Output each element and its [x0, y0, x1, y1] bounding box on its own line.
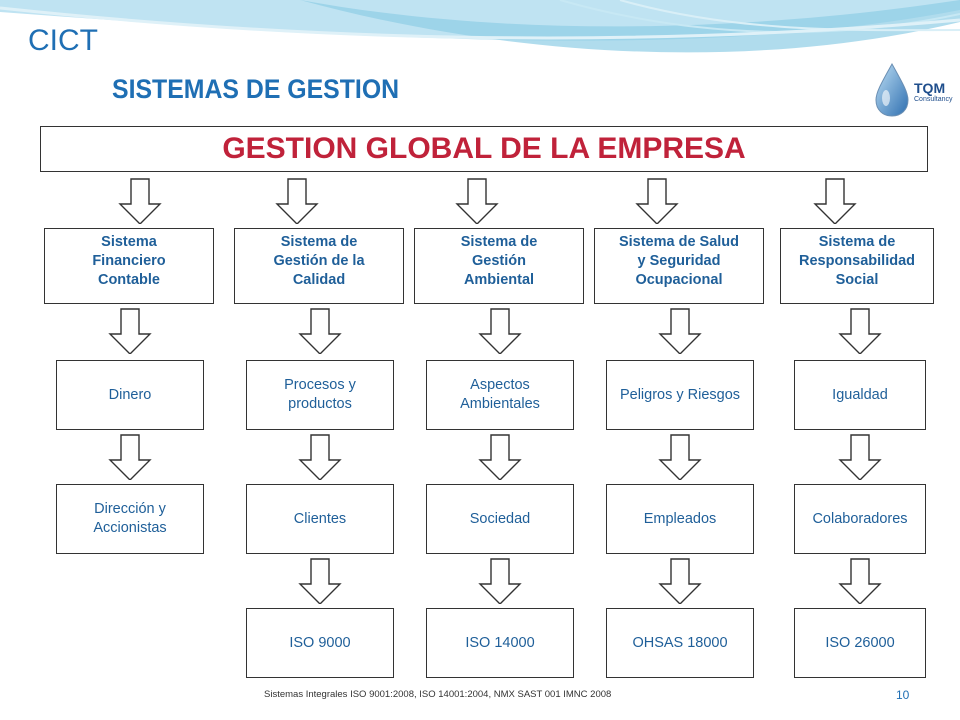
stakeholder-box-5: Colaboradores [794, 484, 926, 554]
focus-box-4: Peligros y Riesgos [606, 360, 754, 430]
down-arrow-icon [108, 308, 152, 354]
focus-box-5: Igualdad [794, 360, 926, 430]
page-number: 10 [896, 688, 910, 702]
down-arrow-icon [838, 434, 882, 480]
org-name: CICT [28, 24, 98, 57]
system-box-2: Sistema de Gestión de la Calidad [234, 228, 404, 304]
down-arrow-icon [298, 434, 342, 480]
stakeholder-box-3: Sociedad [426, 484, 574, 554]
focus-box-1: Dinero [56, 360, 204, 430]
down-arrow-icon [478, 434, 522, 480]
stakeholder-box-1: Dirección y Accionistas [56, 484, 204, 554]
logo-text: TQM [914, 80, 946, 96]
standard-box-2: ISO 9000 [246, 608, 394, 678]
system-box-1: Sistema Financiero Contable [44, 228, 214, 304]
down-arrow-icon [635, 178, 679, 224]
down-arrow-icon [658, 558, 702, 604]
down-arrow-icon [838, 558, 882, 604]
focus-box-2: Procesos y productos [246, 360, 394, 430]
down-arrow-icon [108, 434, 152, 480]
down-arrow-icon [298, 558, 342, 604]
footer-text: Sistemas Integrales ISO 9001:2008, ISO 1… [264, 689, 612, 700]
stakeholder-box-4: Empleados [606, 484, 754, 554]
down-arrow-icon [118, 178, 162, 224]
down-arrow-icon [813, 178, 857, 224]
focus-box-3: Aspectos Ambientales [426, 360, 574, 430]
logo-subtext: Consultancy [914, 96, 953, 103]
down-arrow-icon [658, 308, 702, 354]
slide-title: SISTEMAS DE GESTION [112, 74, 400, 104]
stakeholder-box-2: Clientes [246, 484, 394, 554]
down-arrow-icon [478, 308, 522, 354]
down-arrow-icon [658, 434, 702, 480]
system-box-4: Sistema de Salud y Seguridad Ocupacional [594, 228, 764, 304]
water-drop-icon [875, 62, 909, 117]
system-box-3: Sistema de Gestión Ambiental [414, 228, 584, 304]
system-box-5: Sistema de Responsabilidad Social [780, 228, 934, 304]
down-arrow-icon [275, 178, 319, 224]
down-arrow-icon [298, 308, 342, 354]
tqm-logo: TQM Consultancy [870, 60, 954, 120]
standard-box-4: OHSAS 18000 [606, 608, 754, 678]
down-arrow-icon [838, 308, 882, 354]
down-arrow-icon [478, 558, 522, 604]
standard-box-5: ISO 26000 [794, 608, 926, 678]
down-arrow-icon [455, 178, 499, 224]
global-management-banner: GESTION GLOBAL DE LA EMPRESA [40, 126, 928, 172]
standard-box-3: ISO 14000 [426, 608, 574, 678]
